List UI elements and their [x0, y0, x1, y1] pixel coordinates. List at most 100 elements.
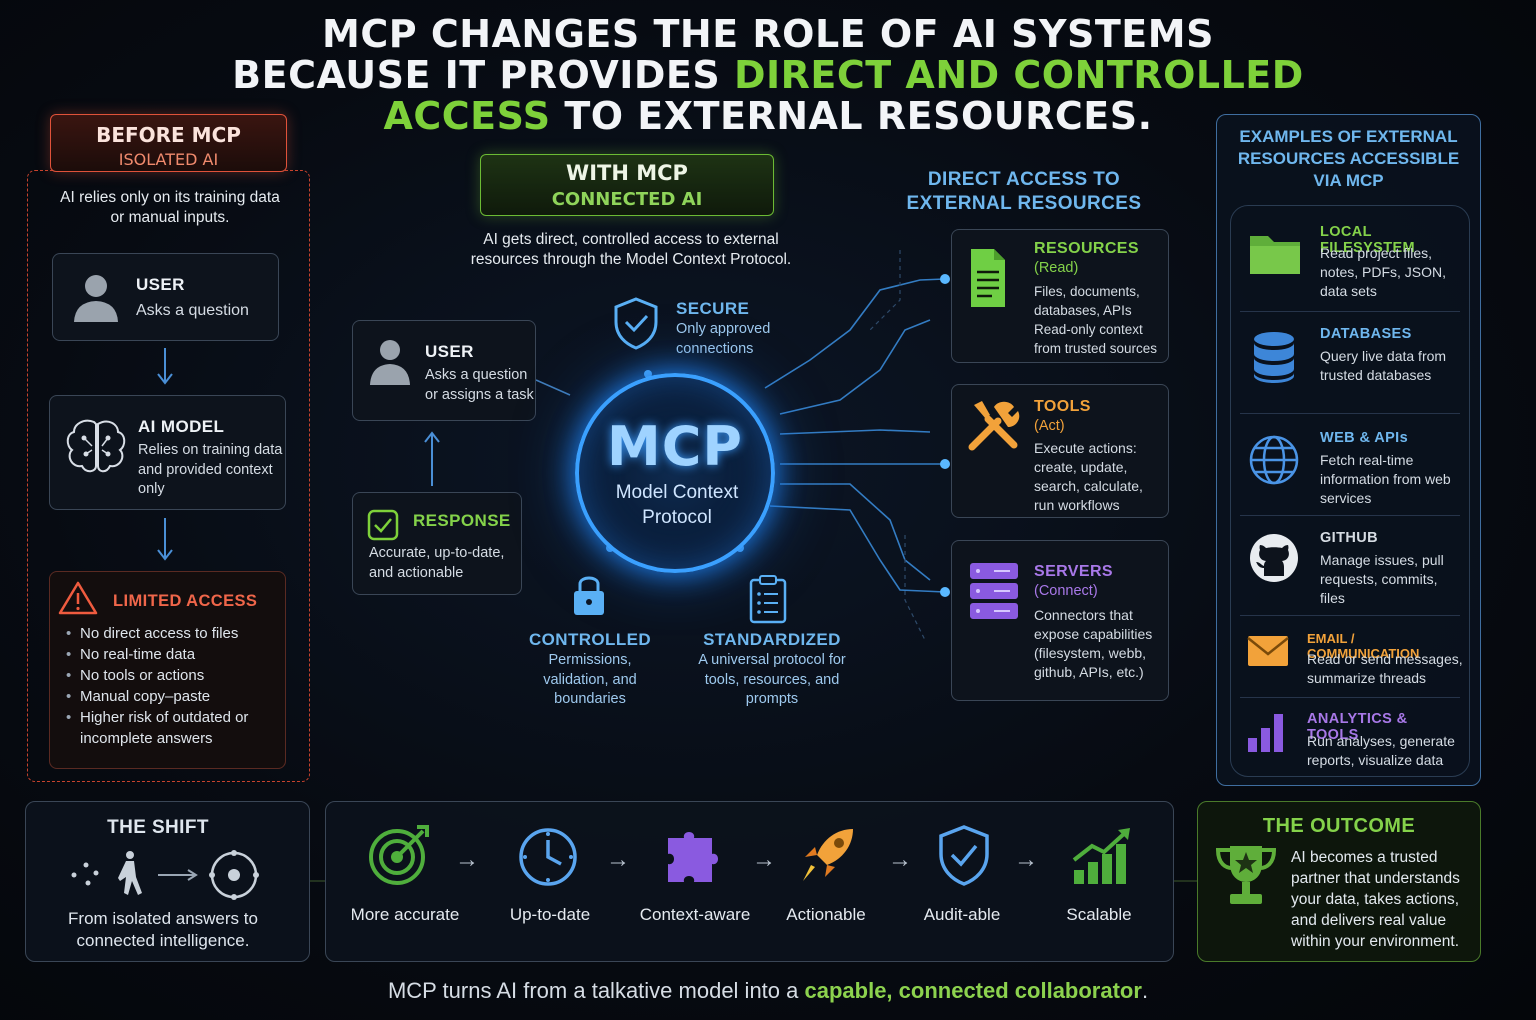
example-item: EMAIL / COMMUNICATION Read or send messa…	[1240, 616, 1463, 698]
warning-icon	[58, 581, 98, 615]
before-ai-model-desc: Relies on training data and provided con…	[138, 442, 283, 497]
example-title: LOCAL FILESYSTEM	[1320, 224, 1416, 256]
puzzle-icon	[668, 832, 718, 882]
example-desc: Query live data from trusted databases	[1320, 348, 1447, 383]
limited-access-item: No direct access to files	[66, 623, 281, 644]
examples-title: EXAMPLES OF EXTERNAL RESOURCES ACCESSIBL…	[1237, 127, 1460, 190]
resources-title: RESOURCES	[1034, 240, 1139, 257]
secure-title: SECURE	[676, 299, 750, 318]
before-mcp-title: BEFORE MCP	[96, 123, 241, 147]
trophy-icon	[1215, 846, 1277, 904]
benefit-label: Actionable	[786, 905, 866, 924]
growth-chart-icon	[1072, 828, 1130, 884]
resources-card: RESOURCES (Read) Files, documents, datab…	[951, 229, 1169, 363]
server-stack-icon	[970, 563, 1018, 619]
rocket-icon	[803, 829, 853, 881]
benefit-label: More accurate	[350, 905, 460, 924]
shield-check-icon	[614, 297, 658, 350]
before-ai-model-title: AI MODEL	[138, 417, 225, 436]
document-icon	[971, 249, 1005, 307]
example-title: EMAIL / COMMUNICATION	[1307, 631, 1420, 661]
title-line-2-green: DIRECT AND CONTROLLED	[733, 53, 1304, 97]
examples-panel	[1216, 114, 1481, 786]
outcome-title: THE OUTCOME	[1262, 815, 1416, 837]
servers-subtitle: (Connect)	[1034, 583, 1098, 599]
with-mcp-badge: WITH MCP CONNECTED AI	[480, 154, 774, 216]
example-desc: Read or send messages, summarize threads	[1307, 651, 1463, 686]
controlled-title: CONTROLLED	[528, 630, 652, 649]
example-desc: Run analyses, generate reports, visualiz…	[1307, 733, 1455, 768]
user-icon	[370, 340, 410, 385]
resources-desc: Files, documents, databases, APIs Read-o…	[1034, 284, 1158, 356]
arrow-icon: →	[455, 846, 479, 873]
shift-panel	[25, 801, 310, 962]
brain-icon	[66, 419, 126, 473]
database-icon	[1254, 332, 1294, 383]
tools-subtitle: (Act)	[1034, 418, 1065, 434]
down-arrow-icon	[157, 518, 173, 561]
down-arrow-icon	[157, 348, 173, 385]
limited-access-card: LIMITED ACCESS No direct access to files…	[49, 571, 286, 769]
tools-desc: Execute actions: create, update, search,…	[1034, 440, 1143, 513]
servers-title: SERVERS	[1034, 563, 1113, 580]
example-item: DATABASES Query live data from trusted d…	[1240, 312, 1460, 414]
limited-access-item: Manual copy–paste	[66, 686, 281, 707]
example-title: GITHUB	[1320, 530, 1378, 546]
example-desc: Manage issues, pull requests, commits, f…	[1320, 552, 1444, 606]
arrow-icon: →	[888, 846, 912, 873]
response-card: RESPONSE Accurate, up-to-date, and actio…	[352, 492, 522, 595]
with-mcp-desc: AI gets direct, controlled access to ext…	[470, 231, 792, 268]
folder-icon	[1250, 236, 1300, 274]
mcp-hub-subtitle: Model Context Protocol	[615, 482, 739, 528]
benefit-label: Context-aware	[639, 905, 751, 924]
arrow-icon: →	[1014, 846, 1038, 873]
arrow-icon: →	[752, 846, 776, 873]
servers-desc: Connectors that expose capabilities (fil…	[1034, 607, 1153, 680]
before-user-card: USER Asks a question	[52, 253, 279, 341]
with-mcp-title: WITH MCP	[566, 161, 688, 185]
example-title: DATABASES	[1320, 326, 1412, 342]
title-line-3-green: ACCESS	[383, 94, 551, 138]
example-title: WEB & APIs	[1320, 430, 1409, 446]
footer-post: .	[1141, 978, 1149, 1003]
title-line-1: MCP CHANGES THE ROLE OF AI SYSTEMS	[322, 12, 1214, 56]
before-ai-model-card: AI MODEL Relies on training data and pro…	[49, 395, 286, 510]
examples-inner-frame	[1230, 205, 1470, 777]
github-icon	[1250, 534, 1298, 582]
example-item: GITHUB Manage issues, pull requests, com…	[1240, 516, 1460, 616]
with-mcp-subtitle: CONNECTED AI	[551, 189, 703, 210]
example-desc: Read project files, notes, PDFs, JSON, d…	[1320, 245, 1447, 299]
shift-title: THE SHIFT	[107, 817, 209, 838]
benefit-label: Audit-able	[923, 905, 1001, 924]
benefit-label: Up-to-date	[509, 905, 591, 924]
clock-icon	[519, 828, 577, 886]
check-square-icon	[367, 509, 399, 541]
secure-desc: Only approved connections	[676, 321, 771, 357]
before-user-desc: Asks a question	[136, 302, 249, 319]
limited-access-title: LIMITED ACCESS	[113, 592, 258, 610]
outcome-desc: AI becomes a trusted partner that unders…	[1291, 849, 1460, 950]
resources-subtitle: (Read)	[1034, 260, 1079, 276]
before-mcp-badge: BEFORE MCP ISOLATED AI	[50, 114, 287, 172]
limited-access-item: No real-time data	[66, 644, 281, 665]
mcp-hub-title: MCP	[607, 415, 743, 478]
footer-green: capable, connected collaborator	[804, 978, 1142, 1003]
benefit-label: Scalable	[1066, 905, 1132, 924]
title-line-3-post: TO EXTERNAL RESOURCES.	[550, 94, 1153, 138]
with-user-title: USER	[425, 342, 474, 361]
servers-card: SERVERS (Connect) Connectors that expose…	[951, 540, 1169, 701]
clipboard-list-icon	[749, 575, 787, 624]
before-user-title: USER	[136, 275, 185, 294]
response-desc: Accurate, up-to-date, and actionable	[369, 545, 505, 581]
standardized-desc: A universal protocol for tools, resource…	[698, 652, 846, 707]
example-desc: Fetch real-time information from web ser…	[1320, 452, 1451, 506]
benefits-panel	[325, 801, 1174, 962]
direct-access-title: DIRECT ACCESS TO EXTERNAL RESOURCES	[906, 169, 1142, 214]
example-item: LOCAL FILESYSTEM Read project files, not…	[1240, 216, 1460, 312]
limited-access-item: No tools or actions	[66, 665, 281, 686]
wrench-screwdriver-icon	[968, 401, 1020, 451]
lock-icon	[574, 576, 604, 615]
before-mcp-subtitle: ISOLATED AI	[118, 150, 219, 169]
mcp-hub: MCP Model Context Protocol	[575, 373, 775, 573]
with-user-desc: Asks a question or assigns a task	[425, 367, 534, 403]
